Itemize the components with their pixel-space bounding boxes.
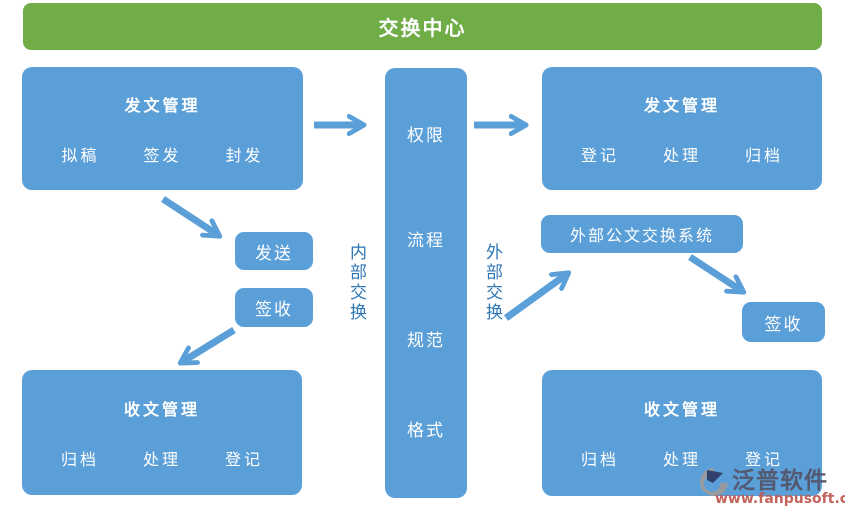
arrow-outgoing-to-send: [161, 196, 218, 235]
pillar-item-standards: 规范: [407, 331, 445, 351]
arrow-external-to-sign: [688, 254, 742, 291]
pillar-item-permissions: 权限: [407, 126, 445, 146]
box-title: 收文管理: [643, 400, 720, 419]
box-item: 拟稿: [61, 145, 100, 165]
exchange-center-banner: 交换中心: [23, 3, 822, 50]
watermark-url: www.fanpusoft.com: [715, 491, 845, 507]
send-box: 发送: [235, 232, 313, 270]
sign-receipt-label: 签收: [255, 300, 293, 320]
incoming-doc-box-right: 收文管理 归档 处理 登记: [542, 370, 822, 496]
box-items: 拟稿 签发 封发: [61, 142, 263, 166]
box-item: 处理: [142, 449, 181, 469]
banner-title: 交换中心: [378, 16, 467, 40]
sign-receipt-label: 签收: [764, 314, 803, 335]
pillar-item-workflow: 流程: [407, 231, 445, 251]
outgoing-doc-box-left: 发文管理 拟稿 签发 封发: [22, 67, 303, 190]
watermark-brand-name: 泛普软件: [732, 468, 828, 494]
fanpu-logo-icon: [700, 468, 728, 496]
external-exchange-system-box: 外部公文交换系统: [541, 215, 743, 253]
box-item: 签发: [143, 145, 182, 165]
box-items: 登记 处理 归档: [581, 142, 783, 166]
sign-receipt-box-right: 签收: [742, 302, 825, 342]
external-exchange-system-label: 外部公文交换系统: [569, 226, 714, 245]
box-items: 归档 处理 登记: [61, 446, 263, 470]
box-title: 发文管理: [124, 95, 201, 115]
box-title: 收文管理: [123, 399, 200, 419]
send-label: 发送: [255, 243, 293, 264]
box-item: 处理: [662, 145, 701, 165]
center-pillar-box: 权限 流程 规范 格式: [385, 68, 467, 498]
box-title: 发文管理: [643, 95, 720, 115]
arrow-sign-to-incoming: [182, 327, 236, 362]
box-item: 登记: [745, 450, 784, 469]
internal-exchange-label: 内部交换: [346, 243, 366, 323]
box-item: 封发: [225, 145, 264, 165]
external-exchange-label: 外部交换: [482, 243, 502, 323]
box-item: 处理: [662, 450, 701, 469]
pillar-item-format: 格式: [407, 421, 445, 441]
box-items: 归档 处理 登记: [581, 446, 783, 470]
box-item: 归档: [745, 145, 784, 165]
sign-receipt-box-left: 签收: [235, 288, 313, 327]
box-item: 归档: [580, 450, 619, 469]
box-item: 归档: [60, 449, 99, 469]
arrow-to-external-system: [503, 274, 567, 321]
box-item: 登记: [225, 449, 264, 469]
outgoing-doc-box-right: 发文管理 登记 处理 归档: [542, 67, 822, 190]
incoming-doc-box-left: 收文管理 归档 处理 登记: [22, 370, 302, 495]
watermark: 泛普软件 www.fanpusoft.com: [698, 461, 845, 513]
box-item: 登记: [580, 145, 619, 165]
